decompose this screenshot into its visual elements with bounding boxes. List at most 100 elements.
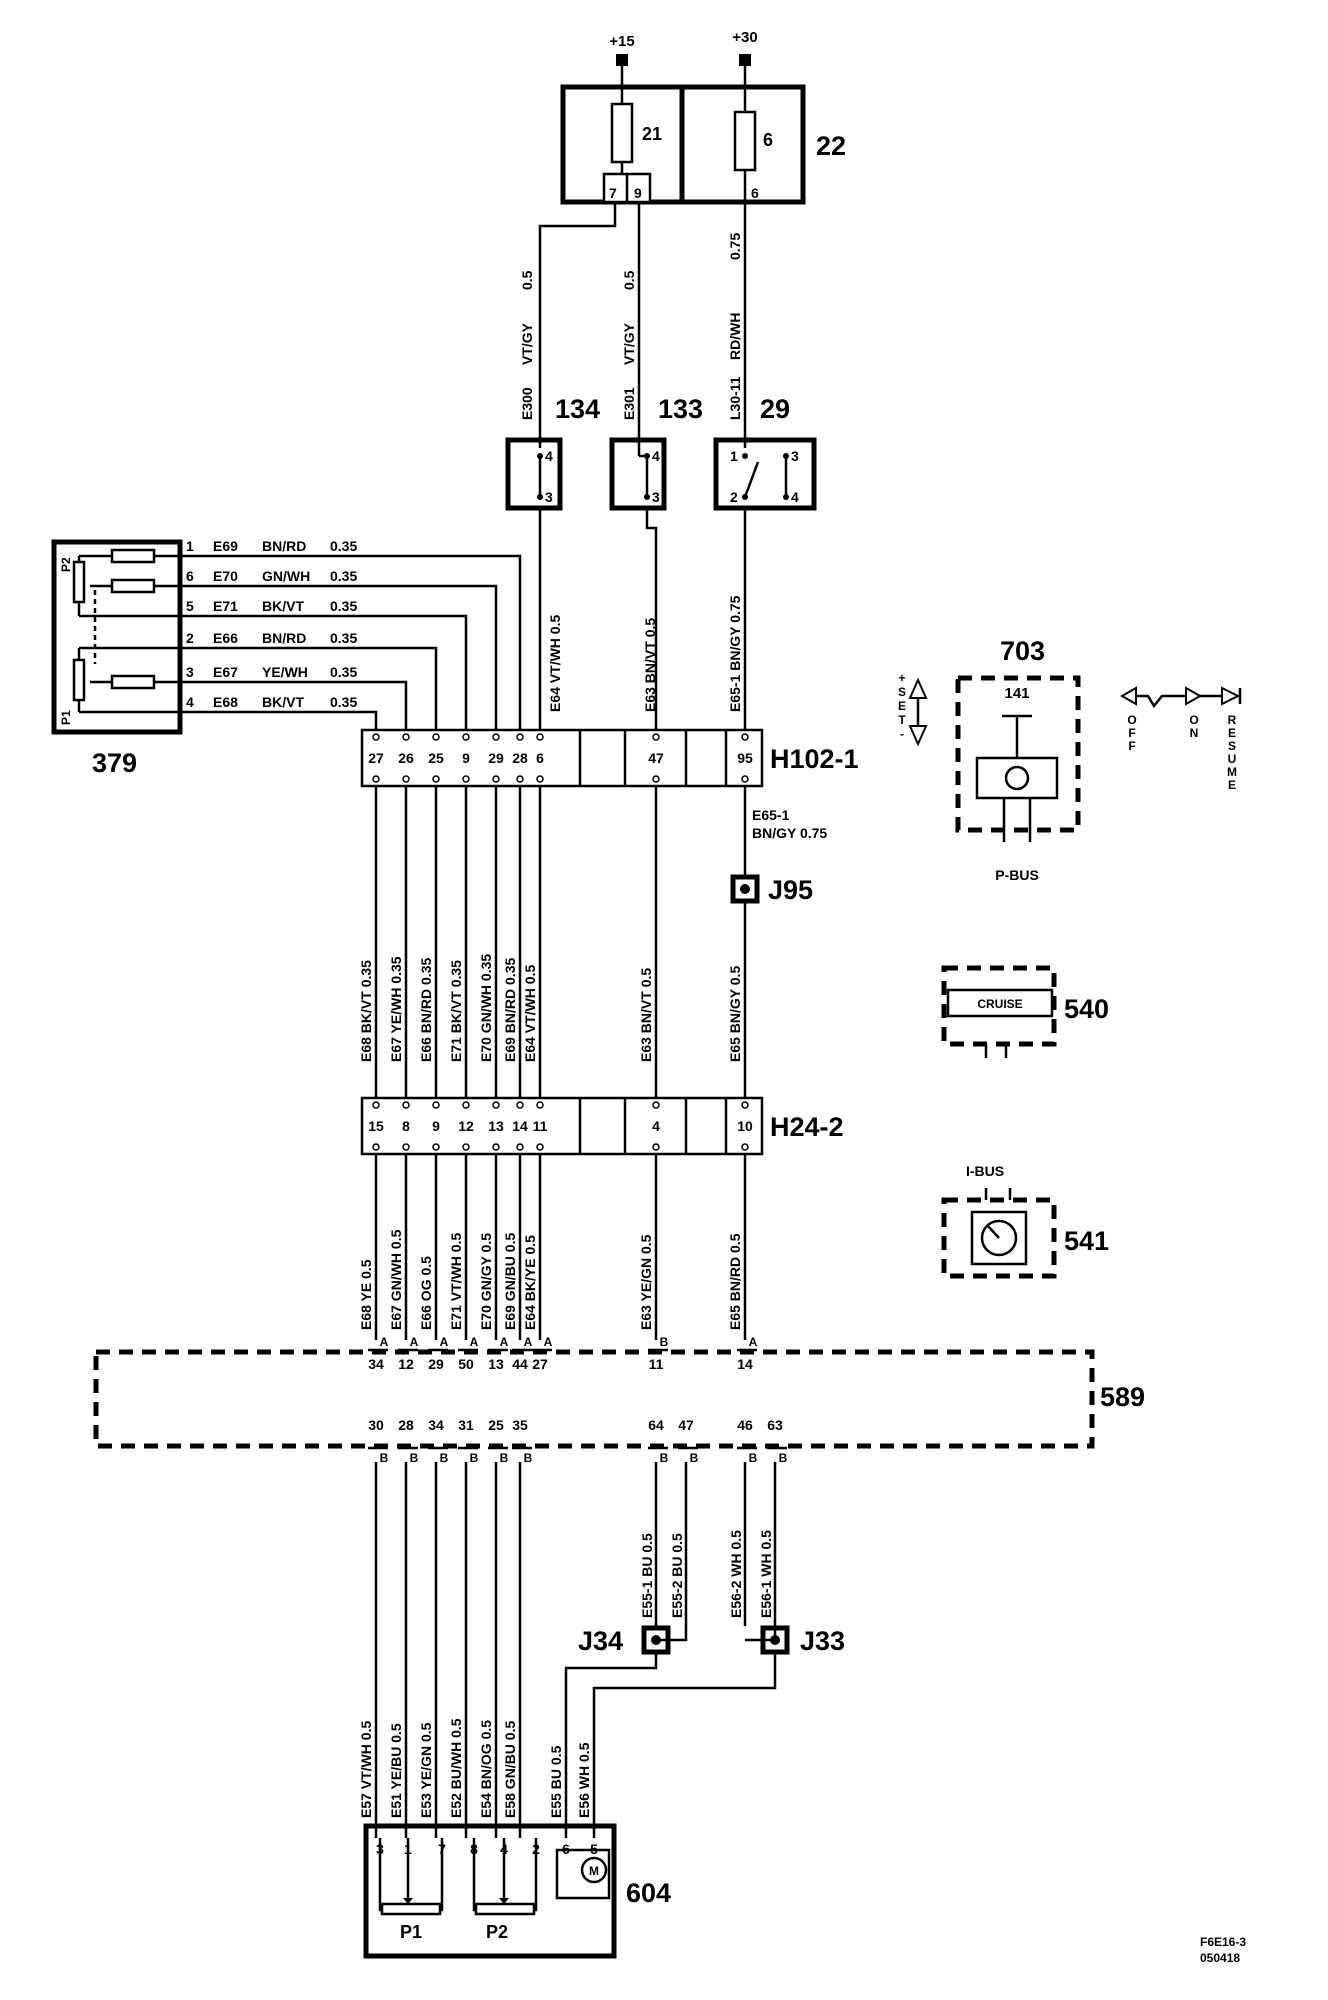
- module-589-connector: B: [690, 1451, 699, 1465]
- set-letter: T: [898, 713, 906, 727]
- svg-text:E66: E66: [213, 630, 238, 646]
- svg-text:P2: P2: [59, 557, 73, 572]
- wire-e300-code: E300: [519, 387, 535, 420]
- svg-text:E68: E68: [213, 694, 238, 710]
- wire-379-row-4: 2 E66 BN/RD 0.35: [186, 630, 357, 646]
- supply-plus-15: +15: [609, 33, 635, 66]
- svg-text:2: 2: [186, 630, 194, 646]
- module-589-top-pin: 13: [488, 1356, 504, 1372]
- wire-379-row-3: 5 E71 BK/VT 0.35: [186, 598, 357, 614]
- wire-l30-11-code: L30-11: [727, 376, 743, 420]
- middle-wire-label: E64 VT/WH 0.5: [522, 965, 538, 1062]
- svg-text:3: 3: [791, 448, 799, 464]
- lever-letter: N: [1190, 726, 1199, 740]
- h102-pin-bottom: [516, 775, 524, 783]
- actuator-wire-label: E51 YE/BU 0.5: [388, 1723, 404, 1818]
- svg-text:2: 2: [730, 489, 738, 505]
- svg-text:GN/WH: GN/WH: [262, 568, 310, 584]
- lever-letter: O: [1127, 713, 1136, 727]
- supply-plus-30: +30: [732, 29, 758, 66]
- svg-text:J34: J34: [578, 1626, 623, 1656]
- svg-text:4: 4: [652, 448, 660, 464]
- h24-pin-bottom: [462, 1143, 470, 1151]
- svg-text:BK/VT: BK/VT: [262, 598, 304, 614]
- h102-pin-bottom: [492, 775, 500, 783]
- motor-icon: [580, 1856, 608, 1884]
- h24-pin-bottom: [741, 1143, 749, 1151]
- switch-703-label: 703: [1000, 636, 1045, 666]
- wire-e55-1: E55-1 BU 0.5: [639, 1533, 655, 1618]
- middle-wire-label: E65 BN/GY 0.5: [727, 966, 743, 1062]
- set-letter: +: [898, 671, 905, 685]
- component-604-label: 604: [626, 1878, 671, 1908]
- cruise-540-label: 540: [1064, 994, 1109, 1024]
- h102-pin-top: [402, 733, 410, 741]
- gauge-541: I-BUS 541: [941, 1163, 1109, 1279]
- fusebox-22: 21 7 9 6 6 22: [560, 66, 846, 205]
- module-589-bottom-pin: 46: [737, 1417, 753, 1433]
- module-589-connector: B: [660, 1451, 669, 1465]
- lever-letter: M: [1227, 765, 1237, 779]
- module-589-connector: B: [660, 1335, 669, 1349]
- svg-text:E71: E71: [213, 598, 238, 614]
- module-589-connector: B: [410, 1451, 419, 1465]
- h24-pin-bottom: [432, 1143, 440, 1151]
- svg-text:141: 141: [1004, 685, 1029, 702]
- middle-wire-label: E68 BK/VT 0.35: [358, 960, 374, 1062]
- wire-379-row-5: 3 E67 YE/WH 0.35: [186, 664, 357, 680]
- svg-text:P1: P1: [400, 1922, 422, 1942]
- svg-text:1: 1: [730, 448, 738, 464]
- h102-pin-top: [432, 733, 440, 741]
- h24-pin-top: [402, 1101, 410, 1109]
- wires-379: 1 E69 BN/RD 0.35 6 E70 GN/WH 0.35 5 E71 …: [180, 538, 522, 730]
- drawing-number: F6E16-3: [1200, 1935, 1246, 1949]
- switch-133: 133 4 3: [609, 394, 703, 511]
- module-589-bottom-pin: 34: [428, 1417, 444, 1433]
- svg-text:0.35: 0.35: [330, 664, 357, 680]
- wire-e56-1: E56-1 WH 0.5: [758, 1530, 774, 1618]
- middle-wire-label: E66 BN/RD 0.35: [418, 958, 434, 1062]
- svg-text:M: M: [589, 1864, 599, 1878]
- lower-wire-label: E68 YE 0.5: [358, 1259, 374, 1330]
- h24-pin-label: 15: [368, 1118, 384, 1134]
- switch-output-wires: E64 VT/WH 0.5 E63 BN/VT 0.5 E65-1 BN/GY …: [538, 508, 747, 730]
- module-589-connector: B: [779, 1451, 788, 1465]
- wire-379-row-1: 1 E69 BN/RD 0.35: [186, 538, 357, 554]
- module-589-top-pin: 34: [368, 1356, 384, 1372]
- lower-wire-label: E70 GN/GY 0.5: [478, 1233, 494, 1330]
- set-letter: -: [900, 727, 904, 741]
- wire-e56-2: E56-2 WH 0.5: [728, 1530, 744, 1618]
- h102-pin-bottom: [402, 775, 410, 783]
- h102-pin-top: [741, 733, 749, 741]
- h102-pin-top: [536, 733, 544, 741]
- fuse-21-label: 21: [642, 124, 662, 144]
- svg-text:E69: E69: [213, 538, 238, 554]
- set-letter: E: [898, 699, 906, 713]
- module-589-bottom-pin: 28: [398, 1417, 414, 1433]
- switch-29: 29 1 3 2 4: [713, 394, 817, 511]
- switch-134: 134 4 3: [505, 394, 600, 511]
- wire-e301-size: 0.5: [621, 270, 637, 290]
- h102-pin-bottom: [372, 775, 380, 783]
- h24-pin-bottom: [372, 1143, 380, 1151]
- lower-wire-label: E71 VT/WH 0.5: [448, 1233, 464, 1330]
- h102-pin-bottom: [432, 775, 440, 783]
- h24-pin-bottom: [492, 1143, 500, 1151]
- actuator-wire-label: E54 BN/OG 0.5: [478, 1720, 494, 1818]
- module-589-connector: A: [380, 1335, 389, 1349]
- component-379-label: 379: [92, 748, 137, 778]
- svg-text:6: 6: [751, 185, 759, 201]
- connector-h102-1-label: H102-1: [770, 744, 859, 774]
- lower-wire-label: E67 GN/WH 0.5: [388, 1229, 404, 1330]
- svg-text:J95: J95: [768, 875, 813, 905]
- svg-text:0.35: 0.35: [330, 630, 357, 646]
